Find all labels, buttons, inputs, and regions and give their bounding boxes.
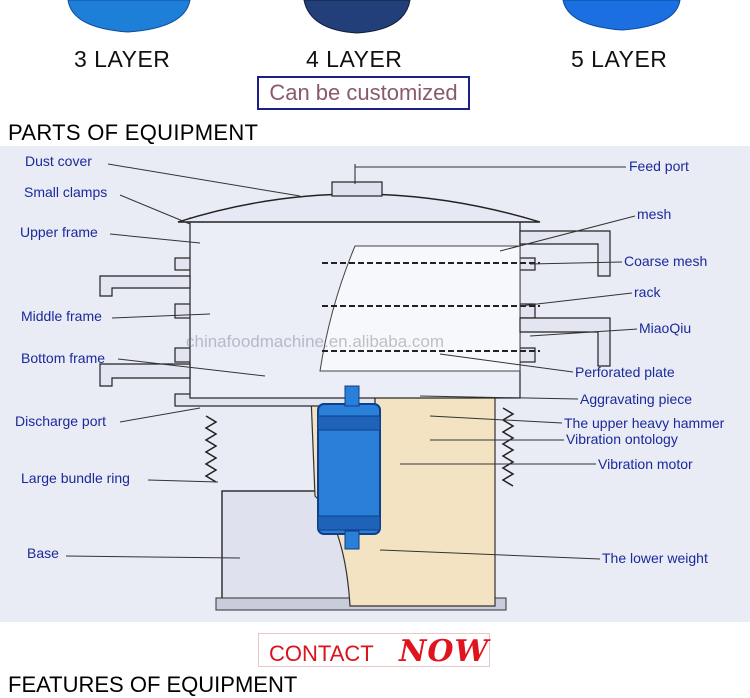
watermark: chinafoodmachine.en.alibaba.com xyxy=(186,332,445,351)
part-label-dust-cover: Dust cover xyxy=(25,153,92,169)
part-label-small-clamps: Small clamps xyxy=(24,184,108,200)
part-label-vibration-ontology: Vibration ontology xyxy=(566,431,678,447)
part-label-vibration-motor: Vibration motor xyxy=(598,456,693,472)
part-label-aggravating-piece: Aggravating piece xyxy=(580,391,693,407)
contact-label: CONTACT xyxy=(269,641,374,666)
equipment-diagram: Dust cover Small clamps Upper frame Midd… xyxy=(0,146,750,622)
layer-label-4: 4 LAYER xyxy=(306,46,403,72)
part-label-lower-weight: The lower weight xyxy=(602,550,708,566)
part-label-base: Base xyxy=(27,545,59,561)
part-label-miaoqiu: MiaoQiu xyxy=(639,320,692,336)
drum-4-layer xyxy=(303,0,411,34)
contact-now-button[interactable]: CONTACT NOW xyxy=(258,633,490,669)
features-title: FEATURES OF EQUIPMENT xyxy=(8,672,298,697)
drum-5-layer xyxy=(562,0,681,31)
machine-drawing xyxy=(65,163,638,611)
part-label-middle-frame: Middle frame xyxy=(21,308,102,324)
part-label-coarse-mesh: Coarse mesh xyxy=(624,253,708,269)
drum-3-layer xyxy=(67,0,191,33)
contact-now-label: NOW xyxy=(399,634,490,669)
layer-label-5: 5 LAYER xyxy=(571,46,668,72)
part-label-bottom-frame: Bottom frame xyxy=(21,350,106,366)
part-label-discharge-port: Discharge port xyxy=(15,413,107,429)
part-label-large-bundle-ring: Large bundle ring xyxy=(21,470,130,486)
part-label-feed-port: Feed port xyxy=(629,158,689,174)
layer-label-3: 3 LAYER xyxy=(74,46,171,72)
product-drums xyxy=(67,0,681,34)
parts-title: PARTS OF EQUIPMENT xyxy=(8,120,259,145)
part-label-upper-heavy-hammer: The upper heavy hammer xyxy=(564,415,725,431)
part-label-perforated-plate: Perforated plate xyxy=(575,364,675,380)
part-label-upper-frame: Upper frame xyxy=(20,224,98,240)
part-label-mesh: mesh xyxy=(637,206,672,222)
customized-banner: Can be customized xyxy=(257,76,470,110)
part-label-rack: rack xyxy=(634,284,661,300)
